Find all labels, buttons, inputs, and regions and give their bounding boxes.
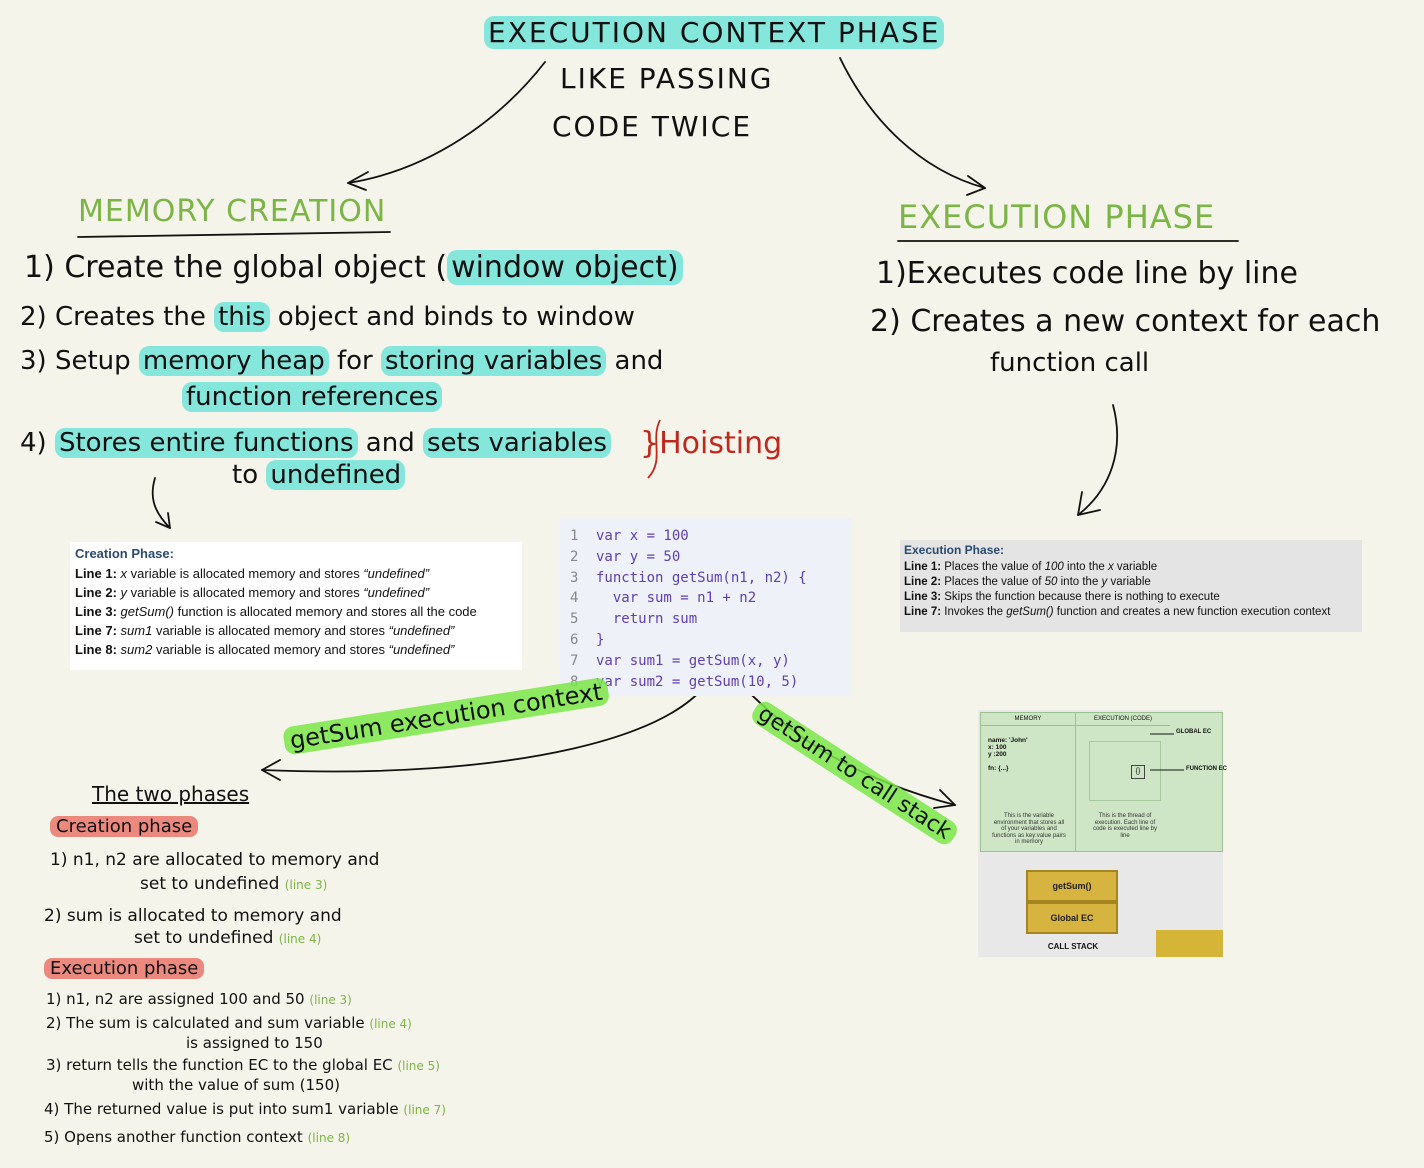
memory-item-4-cont: to undefined	[232, 460, 406, 490]
memory-item-3-cont: function references	[182, 382, 443, 412]
hoisting-label: }Hoisting	[640, 426, 783, 461]
execution-panel-heading: Execution Phase:	[904, 543, 1005, 557]
execution-row: Line 3: Skips the function because there…	[904, 591, 1220, 603]
two-phases-execution-item-cont: with the value of sum (150)	[132, 1076, 340, 1094]
execution-caption: This is the thread of execution. Each li…	[1092, 813, 1158, 839]
function-icon: {}	[1131, 765, 1145, 779]
global-ec-label: GLOBAL EC	[1176, 729, 1212, 735]
execution-item-1: 1)Executes code line by line	[876, 256, 1298, 291]
two-phases-creation-item: 2) sum is allocated to memory and	[44, 906, 342, 926]
two-phases-creation-item-cont: set to undefined (line 3)	[140, 874, 328, 894]
execution-column-header: EXECUTION (CODE)	[1076, 713, 1170, 726]
two-phases-title: The two phases	[92, 782, 250, 806]
creation-phase-panel: Creation Phase: Line 1: x variable is al…	[70, 542, 522, 670]
ec-pointer-lines	[1150, 733, 1184, 771]
two-phases-execution-item: 2) The sum is calculated and sum variabl…	[46, 1014, 412, 1032]
execution-phase-panel: Execution Phase: Line 1: Places the valu…	[900, 540, 1362, 632]
memory-item-4: 4) Stores entire functions and sets vari…	[20, 428, 611, 458]
code-line: 8var sum2 = getSum(10, 5)	[570, 673, 799, 690]
call-stack-label: CALL STACK	[1047, 942, 1099, 951]
stack-corner-block	[1156, 930, 1223, 957]
execution-context-box: MEMORY EXECUTION (CODE) name: 'John' x: …	[980, 712, 1223, 852]
code-line: 5 return sum	[570, 611, 698, 628]
execution-phase-label: Execution phase	[44, 958, 205, 979]
execution-row: Line 2: Places the value of 50 into the …	[904, 576, 1151, 588]
execution-phase-heading: EXECUTION PHASE	[898, 198, 1216, 236]
creation-row: Line 7: sum1 variable is allocated memor…	[75, 623, 455, 638]
creation-row: Line 8: sum2 variable is allocated memor…	[75, 642, 455, 657]
function-ec-label: FUNCTION EC	[1186, 766, 1227, 772]
two-phases-creation-item: 1) n1, n2 are allocated to memory and	[50, 850, 380, 870]
creation-row: Line 3: getSum() function is allocated m…	[75, 604, 477, 619]
creation-row: Line 2: y variable is allocated memory a…	[75, 585, 430, 600]
two-phases-execution-item: 5) Opens another function context (line …	[44, 1128, 351, 1146]
call-stack-item-getsum: getSum()	[1026, 870, 1118, 902]
call-stack-item-global-ec: Global EC	[1026, 902, 1118, 934]
two-phases-execution-item: 1) n1, n2 are assigned 100 and 50 (line …	[46, 990, 352, 1008]
creation-panel-heading: Creation Phase:	[75, 546, 174, 561]
memory-item-1: 1) Create the global object (window obje…	[24, 250, 683, 285]
code-line: 4 var sum = n1 + n2	[570, 590, 757, 607]
execution-row: Line 1: Places the value of 100 into the…	[904, 561, 1158, 573]
execution-item-2: 2) Creates a new context for each	[870, 304, 1381, 339]
call-stack-diagram: MEMORY EXECUTION (CODE) name: 'John' x: …	[978, 710, 1223, 957]
code-line: 6}	[570, 631, 605, 648]
creation-row: Line 1: x variable is allocated memory a…	[75, 566, 430, 581]
two-phases-execution-item: 3) return tells the function EC to the g…	[46, 1056, 440, 1074]
memory-column-header: MEMORY	[981, 713, 1076, 726]
header-subtitle-line2: CODE TWICE	[552, 110, 753, 143]
two-phases-creation-item-cont: set to undefined (line 4)	[134, 928, 322, 948]
header-subtitle-line1: LIKE PASSING	[560, 62, 774, 95]
memory-item-2: 2) Creates the this object and binds to …	[20, 302, 635, 332]
two-phases-execution-item-cont: is assigned to 150	[186, 1034, 323, 1052]
execution-item-2-cont: function call	[990, 348, 1150, 378]
memory-item-3: 3) Setup memory heap for storing variabl…	[20, 346, 664, 376]
memory-creation-heading: MEMORY CREATION	[78, 194, 387, 229]
two-phases-execution-item: 4) The returned value is put into sum1 v…	[44, 1100, 446, 1118]
creation-phase-label: Creation phase	[50, 816, 199, 837]
page-title: EXECUTION CONTEXT PHASE	[484, 16, 945, 49]
execution-row: Line 7: Invokes the getSum() function an…	[904, 606, 1331, 618]
memory-caption: This is the variable environment that st…	[992, 813, 1066, 845]
function-ec-inner-box	[1089, 741, 1161, 801]
column-divider	[1075, 713, 1076, 851]
memory-values: name: 'John' x: 100 y :200 fn: {...}	[988, 737, 1028, 772]
